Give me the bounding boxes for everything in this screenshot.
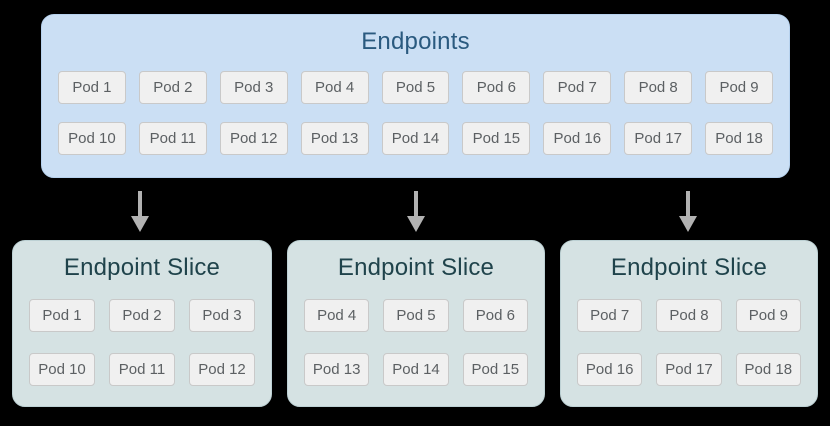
arrow-head [407, 216, 425, 232]
pod-box: Pod 1 [58, 71, 126, 104]
pod-box: Pod 17 [624, 122, 693, 155]
pod-box: Pod 6 [462, 71, 531, 104]
pod-box: Pod 5 [383, 299, 449, 332]
pod-box: Pod 4 [304, 299, 370, 332]
arrow-stem [686, 191, 690, 216]
pod-box: Pod 1 [29, 299, 95, 332]
slice-pods-grid: Pod 1 Pod 2 Pod 3 Pod 10 Pod 11 Pod 12 [29, 299, 255, 386]
arrow-head [131, 216, 149, 232]
pod-box: Pod 16 [577, 353, 643, 386]
pod-box: Pod 7 [543, 71, 612, 104]
pod-box: Pod 11 [109, 353, 175, 386]
down-arrow-icon [131, 191, 149, 232]
pod-box: Pod 4 [300, 71, 369, 104]
down-arrow-icon [407, 191, 425, 232]
pod-box: Pod 12 [189, 353, 255, 386]
pod-box: Pod 15 [462, 353, 528, 386]
slice-pods-grid: Pod 7 Pod 8 Pod 9 Pod 16 Pod 17 Pod 18 [577, 299, 801, 386]
pod-box: Pod 10 [29, 353, 95, 386]
pod-box: Pod 8 [656, 299, 722, 332]
down-arrow-icon [679, 191, 697, 232]
pod-box: Pod 9 [735, 299, 801, 332]
pod-box: Pod 5 [381, 71, 450, 104]
pod-box: Pod 17 [656, 353, 722, 386]
pod-box: Pod 13 [304, 353, 370, 386]
endpoints-box: Endpoints Pod 1 Pod 2 Pod 3 Pod 4 Pod 5 Pod 6… [41, 14, 790, 178]
pod-box: Pod 6 [462, 299, 528, 332]
pod-box: Pod 8 [624, 71, 693, 104]
pod-box: Pod 3 [189, 299, 255, 332]
pod-box: Pod 14 [383, 353, 449, 386]
arrow-head [679, 216, 697, 232]
pod-box: Pod 9 [705, 71, 773, 104]
pod-box: Pod 12 [219, 122, 288, 155]
pod-box: Pod 2 [109, 299, 175, 332]
pod-box: Pod 18 [735, 353, 801, 386]
pod-box: Pod 2 [138, 71, 207, 104]
pod-box: Pod 14 [381, 122, 450, 155]
pod-box: Pod 10 [58, 122, 126, 155]
pod-box: Pod 3 [219, 71, 288, 104]
pod-box: Pod 11 [138, 122, 207, 155]
arrow-stem [138, 191, 142, 216]
endpoint-slice-title: Endpoint Slice [610, 254, 768, 281]
pod-box: Pod 15 [462, 122, 531, 155]
arrow-stem [414, 191, 418, 216]
endpoints-title: Endpoints [361, 28, 470, 55]
pod-box: Pod 7 [577, 299, 643, 332]
endpoint-slice-title: Endpoint Slice [337, 254, 495, 281]
endpoints-pods-grid: Pod 1 Pod 2 Pod 3 Pod 4 Pod 5 Pod 6 Pod 7 Pod 8… [58, 71, 773, 155]
slice-pods-grid: Pod 4 Pod 5 Pod 6 Pod 13 Pod 14 Pod 15 [304, 299, 528, 386]
endpoint-slice-title: Endpoint Slice [63, 254, 221, 281]
pod-box: Pod 18 [705, 122, 773, 155]
pod-box: Pod 13 [300, 122, 369, 155]
pod-box: Pod 16 [543, 122, 612, 155]
